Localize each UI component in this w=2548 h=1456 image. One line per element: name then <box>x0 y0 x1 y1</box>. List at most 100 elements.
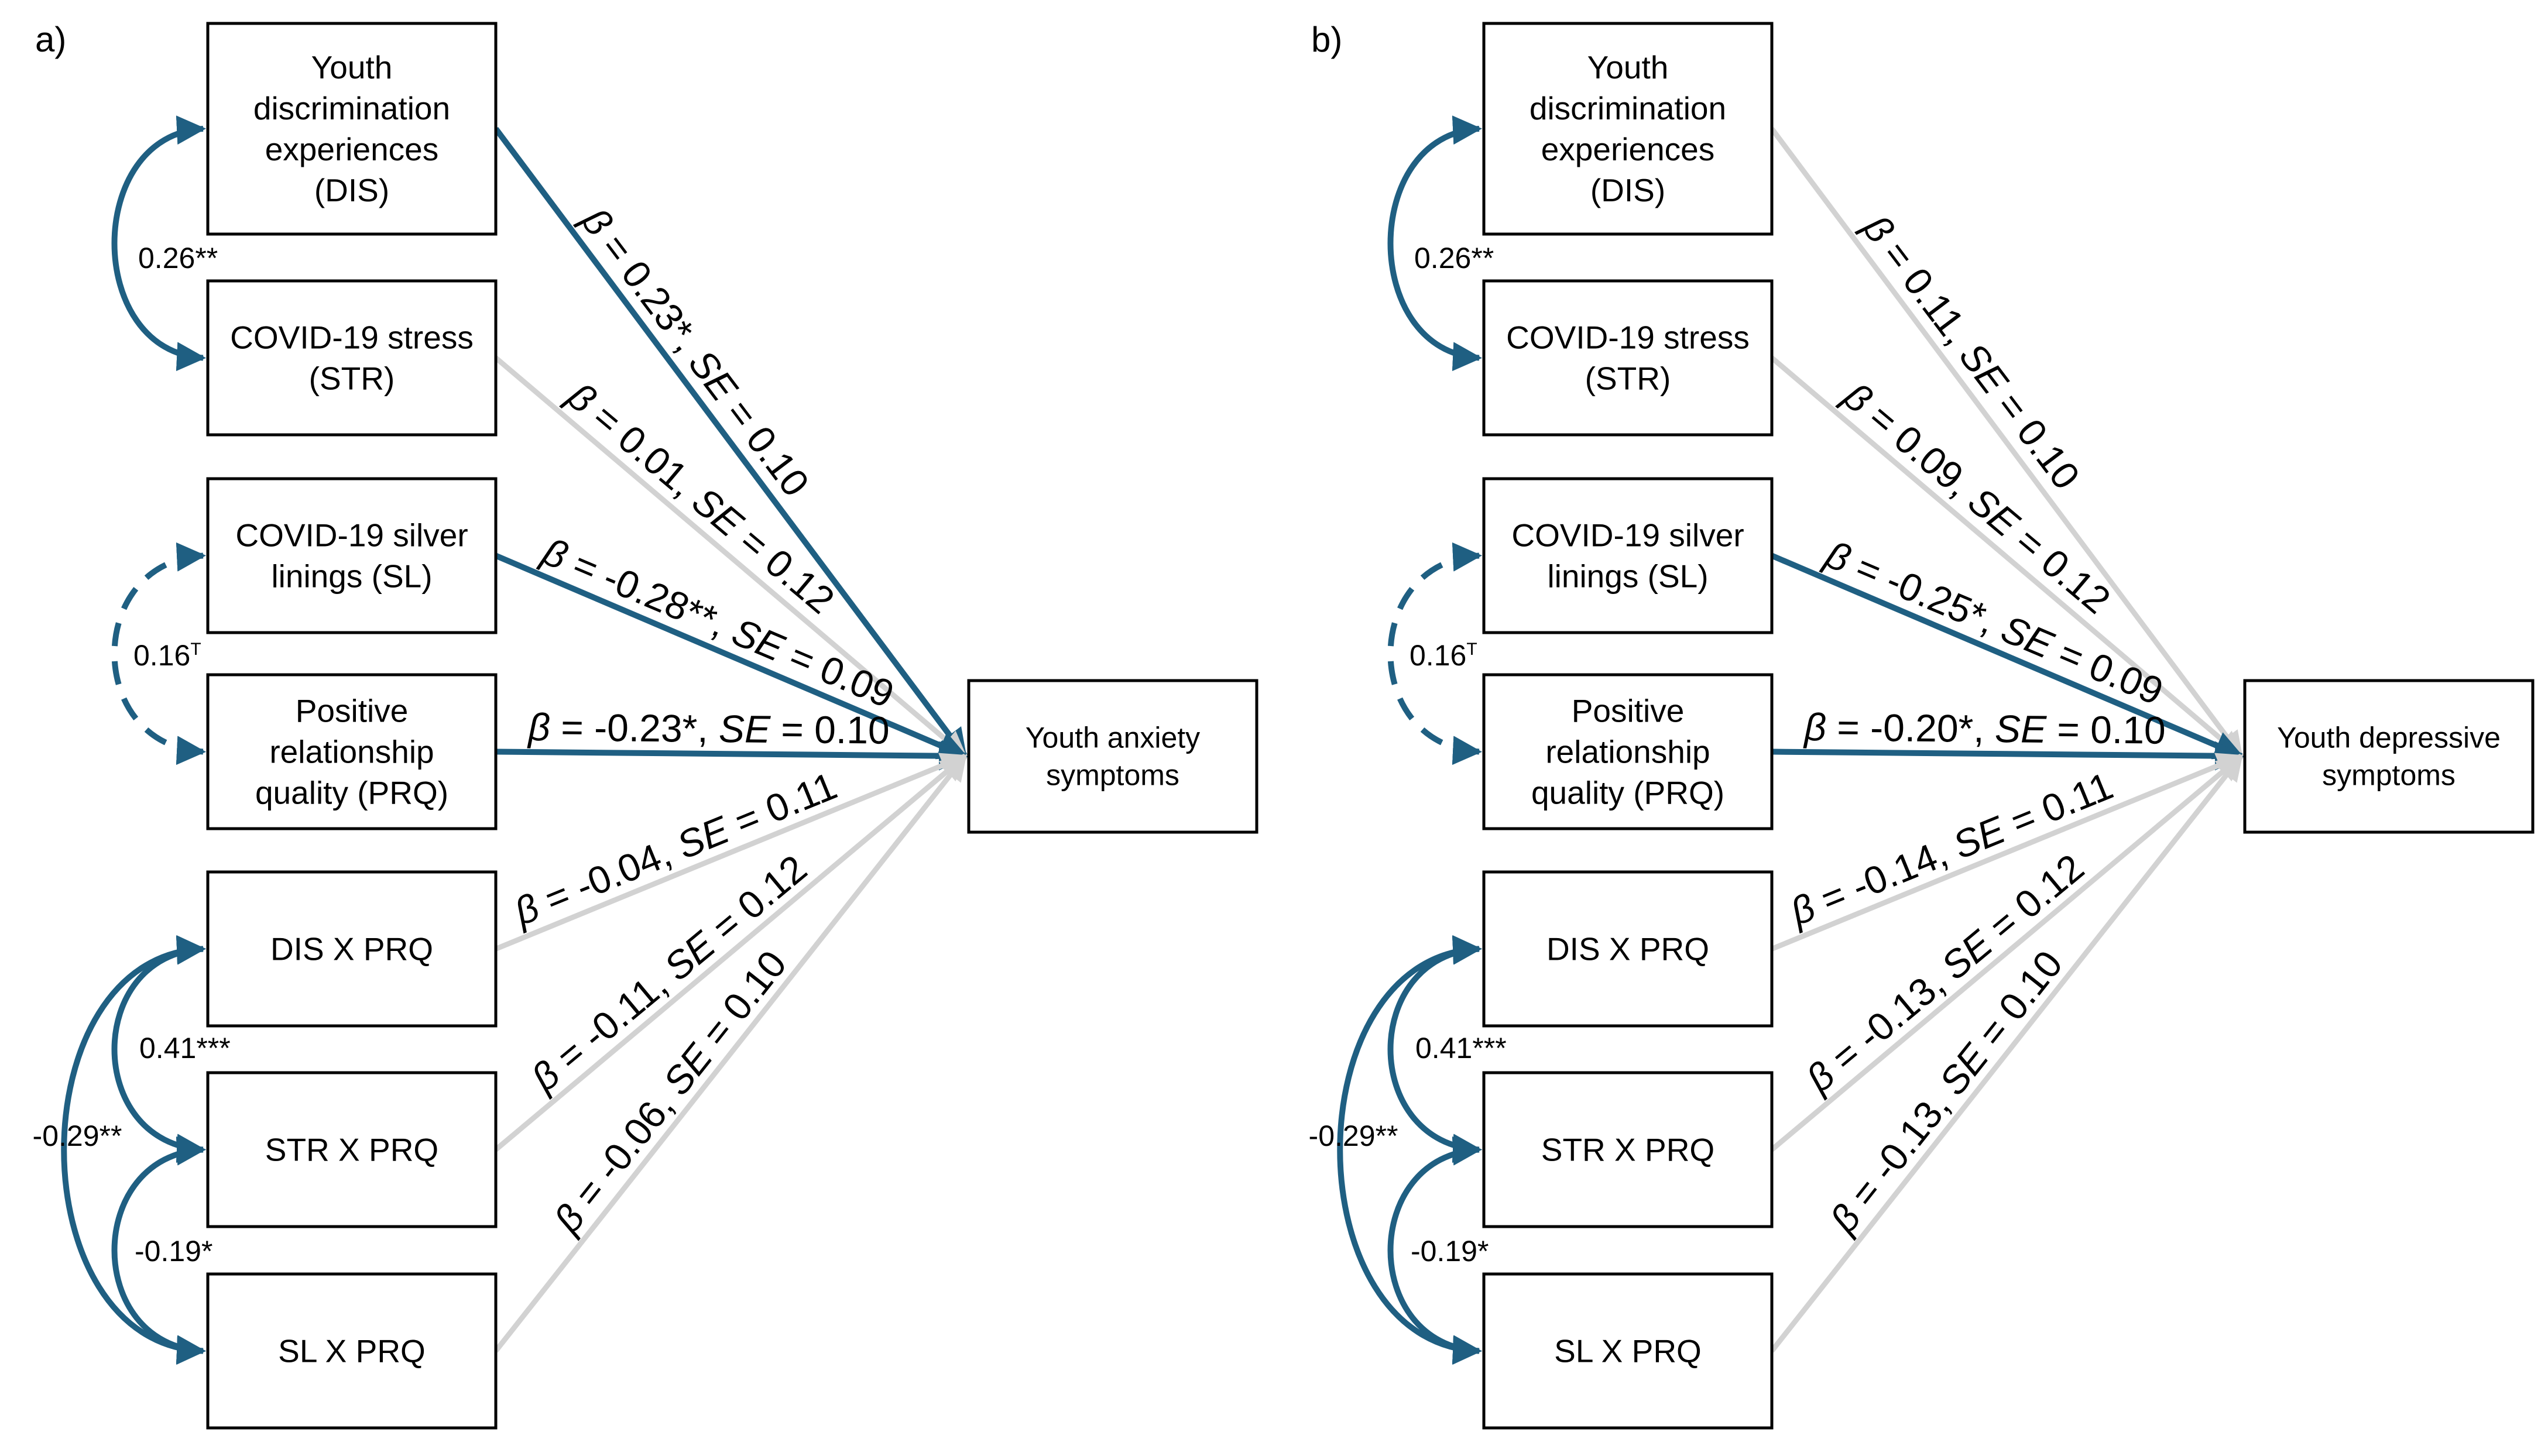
predictor-label-line: Positive <box>1572 693 1685 729</box>
predictor-label-line: relationship <box>1545 734 1710 770</box>
covariance-value: -0.19* <box>1411 1235 1489 1268</box>
predictor-box-border <box>1482 1272 1774 1430</box>
predictor-label-line: SL X PRQ <box>1554 1333 1702 1369</box>
path-arrow-slxprq <box>493 754 968 1353</box>
predictor-box-border <box>206 673 498 830</box>
beta-value: = -0.06 <box>559 1093 675 1223</box>
covariance-value: -0.29** <box>33 1120 122 1152</box>
predictor-box-border <box>1482 279 1774 437</box>
predictor-label-line: DIS X PRQ <box>1546 931 1709 967</box>
covariance-value: 0.41*** <box>139 1032 231 1064</box>
path-arrow-dis <box>493 127 968 759</box>
beta-value: = -0.20* <box>1826 705 1974 750</box>
predictor-box-disxprq: DIS X PRQ <box>206 870 498 1028</box>
beta-symbol: β <box>527 705 550 748</box>
predictor-label-line: Positive <box>296 693 409 729</box>
predictor-box-border <box>1482 1071 1774 1228</box>
path-arrow-strxprq <box>494 754 968 1152</box>
beta-value: = -0.13 <box>1835 1093 1951 1223</box>
predictor-box-sl: COVID-19 silver linings (SL) <box>206 477 498 634</box>
predictor-box-prq: Positive relationship quality (PRQ) <box>206 673 498 830</box>
beta-value: = -0.04 <box>529 835 667 925</box>
covariance-value: 0.16T <box>133 639 201 672</box>
predictor-box-border <box>206 22 498 236</box>
predictor-box-strxprq: STR X PRQ <box>1482 1071 1774 1228</box>
covariance-arc-disxprq-strxprq <box>1387 935 1482 1163</box>
path-coefficient-dis: β = 0.23*, SE = 0.10 <box>572 199 818 504</box>
path-arrow-sl <box>495 552 968 760</box>
predictor-label-line: relationship <box>269 734 434 770</box>
covariance-value: -0.29** <box>1309 1120 1398 1152</box>
beta-symbol: β <box>1803 705 1826 748</box>
covariance-arc-dis-str <box>1387 115 1482 372</box>
predictor-label-line: linings (SL) <box>271 558 432 595</box>
path-arrow-disxprq <box>1771 753 2244 952</box>
se-value: = 0.11 <box>1995 764 2119 848</box>
predictor-box-border <box>206 477 498 634</box>
predictor-box-slxprq: SL X PRQ <box>206 1272 498 1430</box>
se-symbol: SE <box>719 707 771 751</box>
predictor-label-line: COVID-19 silver <box>235 517 468 554</box>
path-coefficient-sl: β = -0.28**, SE = 0.09 <box>536 529 900 716</box>
predictor-label-line: (STR) <box>309 360 395 397</box>
outcome-label-line: Youth anxiety <box>1026 722 1200 754</box>
predictor-label-line: SL X PRQ <box>278 1333 426 1369</box>
covariance-arc-disxprq-slxprq <box>1337 935 1482 1365</box>
predictor-label-line: COVID-19 stress <box>230 320 474 356</box>
beta-value: = -0.13 <box>1815 969 1945 1086</box>
covariance-arc-disxprq-slxprq <box>61 935 206 1365</box>
predictor-box-str: COVID-19 stress(STR) <box>1482 279 1774 437</box>
path-coefficient-disxprq: β = -0.14, SE = 0.11 <box>1783 764 2118 934</box>
outcome-label-line: symptoms <box>2322 759 2456 792</box>
predictor-label-line: STR X PRQ <box>265 1132 438 1168</box>
predictor-box-disxprq: DIS X PRQ <box>1482 870 1774 1028</box>
predictor-box-border <box>1482 870 1774 1028</box>
predictor-label-line: Youth <box>1587 49 1669 85</box>
predictor-label-line: (DIS) <box>1590 172 1665 208</box>
panel-b-depressive-model: b)β = 0.11, SE = 0.10β = 0.09, SE = 0.12… <box>1309 20 2535 1430</box>
predictor-label-line: Youth <box>311 49 393 85</box>
se-value: = 0.12 <box>695 846 815 956</box>
path-arrow-str <box>494 356 968 758</box>
path-arrow-strxprq <box>1770 754 2244 1152</box>
panel-label: a) <box>35 20 66 59</box>
predictor-label-line: quality (PRQ) <box>255 775 448 811</box>
predictor-label-line: (DIS) <box>314 172 389 208</box>
path-coefficient-disxprq: β = -0.04, SE = 0.11 <box>507 764 842 934</box>
predictor-box-border <box>1482 477 1774 634</box>
covariance-arc-disxprq-strxprq <box>111 935 206 1163</box>
predictor-box-border <box>206 1272 498 1430</box>
predictor-box-border <box>206 870 498 1028</box>
path-coefficient-sl: β = -0.25*, SE = 0.09 <box>1819 532 2169 713</box>
predictor-label-line: (STR) <box>1585 360 1671 397</box>
path-arrow-disxprq <box>495 753 968 952</box>
se-value: = 0.10 <box>770 708 890 752</box>
covariance-arc-strxprq-slxprq <box>111 1136 206 1365</box>
covariance-value: 0.41*** <box>1415 1032 1507 1064</box>
path-arrow-sl <box>1771 552 2244 760</box>
outcome-box: Youth anxiety symptoms <box>967 679 1258 834</box>
path-arrow-dis <box>1769 127 2244 758</box>
se-symbol: SE <box>1995 707 2048 751</box>
outcome-box-border <box>967 679 1258 834</box>
path-arrow-str <box>1770 356 2244 758</box>
predictor-box-str: COVID-19 stress (STR) <box>206 279 498 437</box>
covariance-value: 0.26** <box>1414 242 1494 274</box>
predictor-label-line: quality (PRQ) <box>1531 775 1724 811</box>
predictor-label-line: discrimination <box>1530 90 1726 126</box>
covariance-value: -0.19* <box>135 1235 212 1268</box>
outcome-box-border <box>2243 679 2535 834</box>
covariance-arc-strxprq-slxprq <box>1387 1136 1482 1365</box>
predictor-box-border <box>1482 22 1774 236</box>
predictor-label-line: linings (SL) <box>1547 558 1708 595</box>
panel-label: b) <box>1311 20 1342 59</box>
covariance-arc-sl-prq <box>111 542 206 765</box>
path-arrow-prq <box>1771 741 2244 771</box>
outcome-label-line: symptoms <box>1046 759 1179 792</box>
covariance-arc-sl-prq <box>1387 542 1482 765</box>
